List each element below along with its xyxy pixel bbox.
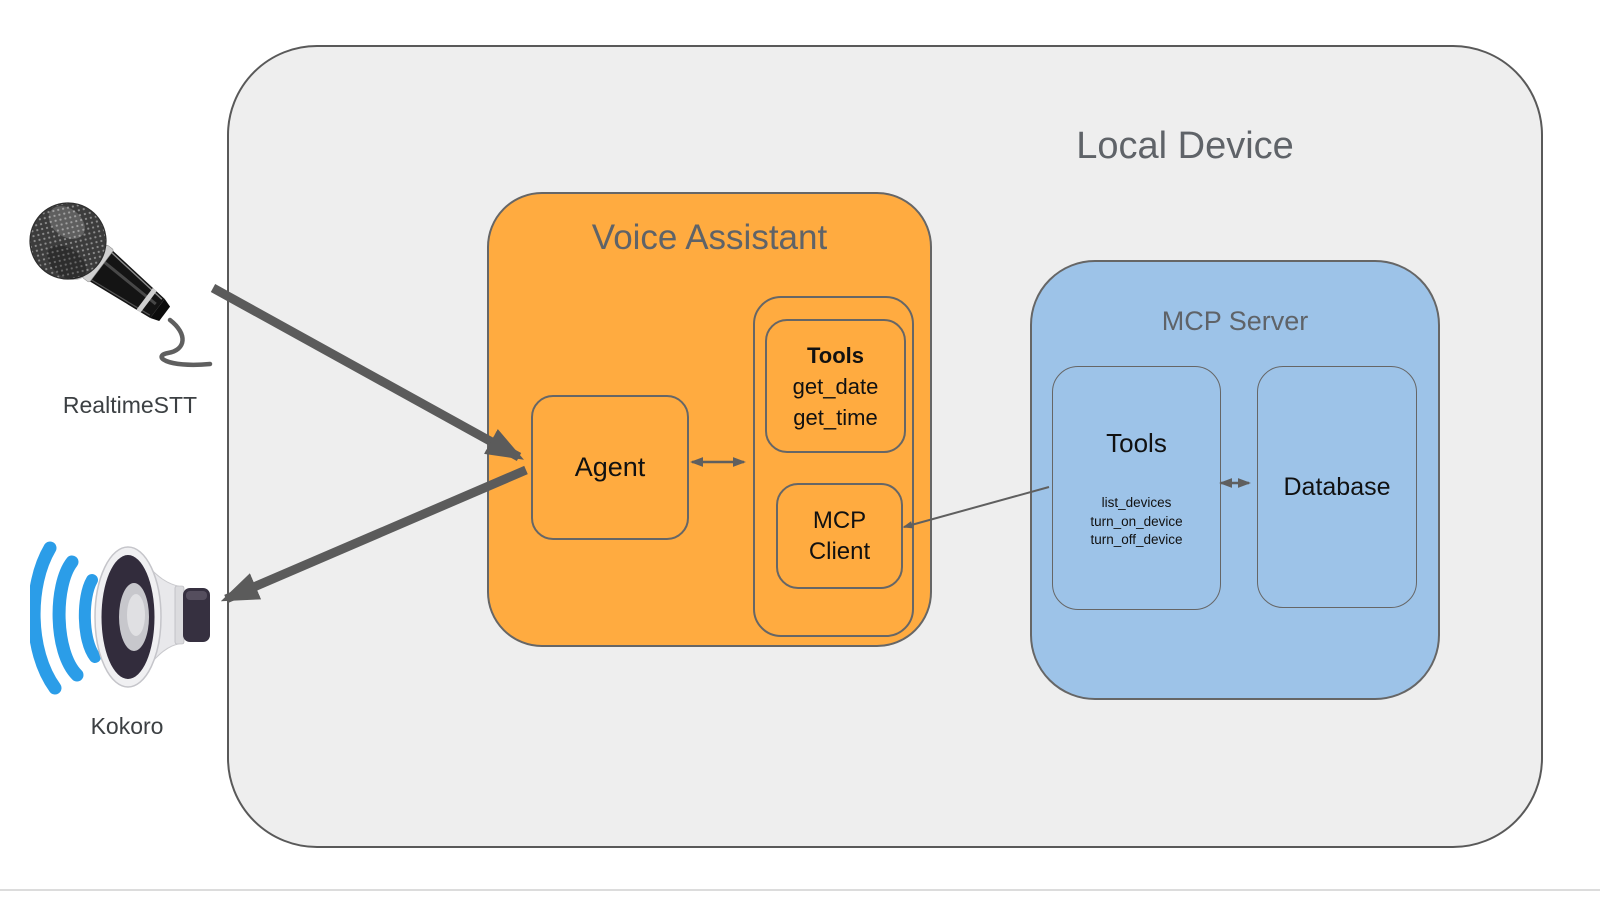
database-label: Database bbox=[1283, 472, 1391, 501]
agent-box: Agent bbox=[531, 395, 689, 540]
local-device-box: Local Device Voice Assistant Agent Tools… bbox=[227, 45, 1543, 848]
mcp-client-label: MCP Client bbox=[808, 507, 871, 565]
voice-assistant-tools-title: Tools bbox=[806, 342, 865, 368]
mcp-server-title: MCP Server bbox=[1161, 306, 1309, 336]
database-box: Database bbox=[1257, 366, 1417, 608]
mcp-server-tools-list: list_devices turn_on_device turn_off_dev… bbox=[1090, 494, 1182, 550]
mcp-server-tool-item: turn_on_device bbox=[1090, 513, 1183, 529]
agent-label: Agent bbox=[574, 452, 646, 482]
voice-assistant-tool-item: get_time bbox=[793, 404, 878, 430]
voice-assistant-tools-box: Tools get_date get_time bbox=[765, 319, 906, 453]
voice-assistant-title: Voice Assistant bbox=[591, 218, 828, 257]
mcp-server-tools-box: Tools list_devices turn_on_device turn_o… bbox=[1052, 366, 1221, 610]
voice-assistant-tools-container: Tools get_date get_time MCP Client bbox=[753, 296, 914, 637]
mcp-client-box: MCP Client bbox=[776, 483, 903, 589]
realtimestt-label: RealtimeSTT bbox=[62, 392, 198, 418]
kokoro-label: Kokoro bbox=[90, 713, 164, 739]
voice-assistant-tool-item: get_date bbox=[792, 373, 879, 399]
mcp-server-tools-title: Tools bbox=[1106, 428, 1167, 458]
sound-waves-icon bbox=[30, 541, 101, 695]
local-device-title: Local Device bbox=[1076, 125, 1294, 167]
speaker-icon bbox=[30, 541, 210, 695]
voice-assistant-box: Voice Assistant Agent Tools get_date get… bbox=[487, 192, 932, 647]
microphone-icon bbox=[29, 202, 213, 368]
mcp-server-tool-item: list_devices bbox=[1101, 495, 1172, 510]
mcp-server-box: MCP Server Tools list_devices turn_on_de… bbox=[1030, 260, 1440, 700]
mcp-server-tool-item: turn_off_device bbox=[1090, 532, 1183, 547]
canvas-bottom-edge bbox=[0, 889, 1600, 891]
